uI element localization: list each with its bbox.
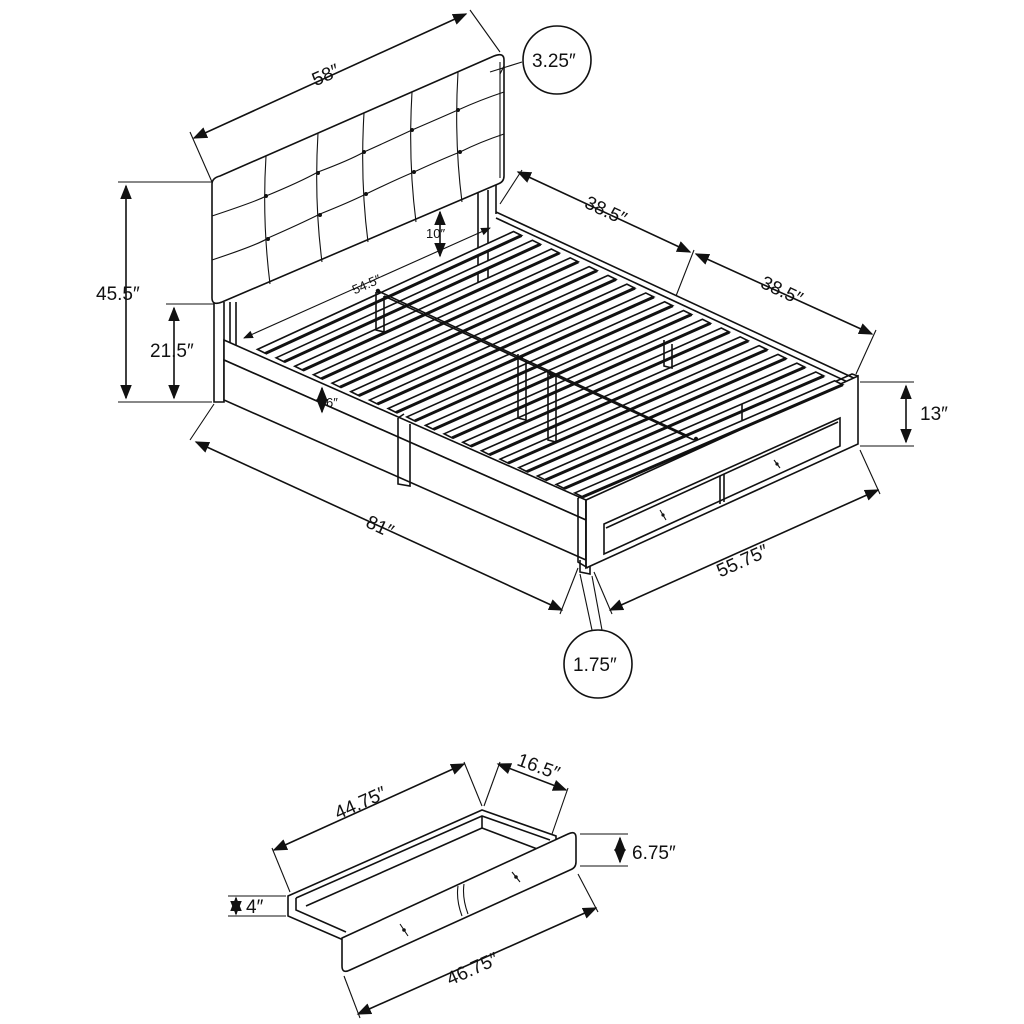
dim-drawer-depth: 16.5″	[483, 750, 569, 835]
slat-shadow	[582, 383, 844, 499]
dim-rail-height: 21.5″	[150, 303, 214, 400]
dim-label-13: 13″	[920, 404, 948, 425]
dim-footboard-height: 13″	[860, 381, 948, 447]
headboard	[211, 53, 505, 305]
dim-label-3-25: 3.25″	[532, 51, 576, 72]
dim-label-4: 4″	[246, 897, 264, 918]
dim-side-front: 38.5″	[694, 253, 877, 375]
slat-shadow	[414, 304, 674, 423]
dim-label-44-75: 44.75″	[332, 783, 390, 824]
dim-foot-leg: 1.75″	[563, 573, 633, 699]
dim-label-55-75: 55.75″	[714, 541, 772, 582]
drawer-drawing	[287, 809, 577, 973]
slat-shadow	[395, 295, 655, 414]
dim-headboard-thickness: 3.25″	[489, 25, 592, 95]
slat-shadow	[526, 357, 787, 473]
dim-label-81: 81″	[362, 512, 396, 543]
slat-shadow	[470, 330, 730, 448]
slat-shadow	[451, 321, 712, 440]
dim-label-21-5: 21.5″	[150, 341, 194, 362]
dim-label-38-5-b: 38.5″	[757, 272, 806, 310]
dim-leg-height: 6″	[316, 386, 338, 414]
slat-shadow	[563, 374, 825, 490]
slat-shadow	[432, 313, 693, 431]
dim-drawer-front-height: 6.75″	[580, 833, 676, 867]
dim-label-6: 6″	[326, 395, 338, 410]
dim-total-height: 45.5″	[96, 181, 212, 403]
slat	[572, 379, 845, 498]
slat-shadow	[376, 286, 636, 406]
slat-shadow	[488, 339, 749, 457]
dim-label-58: 58″	[309, 60, 343, 91]
slat-shadow	[544, 365, 806, 482]
dim-label-46-75: 46.75″	[444, 949, 502, 990]
dim-label-1-75: 1.75″	[573, 655, 617, 676]
dim-label-38-5-a: 38.5″	[581, 192, 630, 230]
dim-label-45-5: 45.5″	[96, 284, 140, 305]
dim-drawer-side-height: 4″	[228, 895, 286, 918]
slat	[404, 300, 675, 422]
slat	[386, 292, 656, 414]
dim-label-6-75: 6.75″	[632, 843, 676, 864]
slat	[423, 309, 694, 431]
bed-drawing	[211, 53, 859, 575]
dim-label-10: 10″	[426, 226, 445, 241]
